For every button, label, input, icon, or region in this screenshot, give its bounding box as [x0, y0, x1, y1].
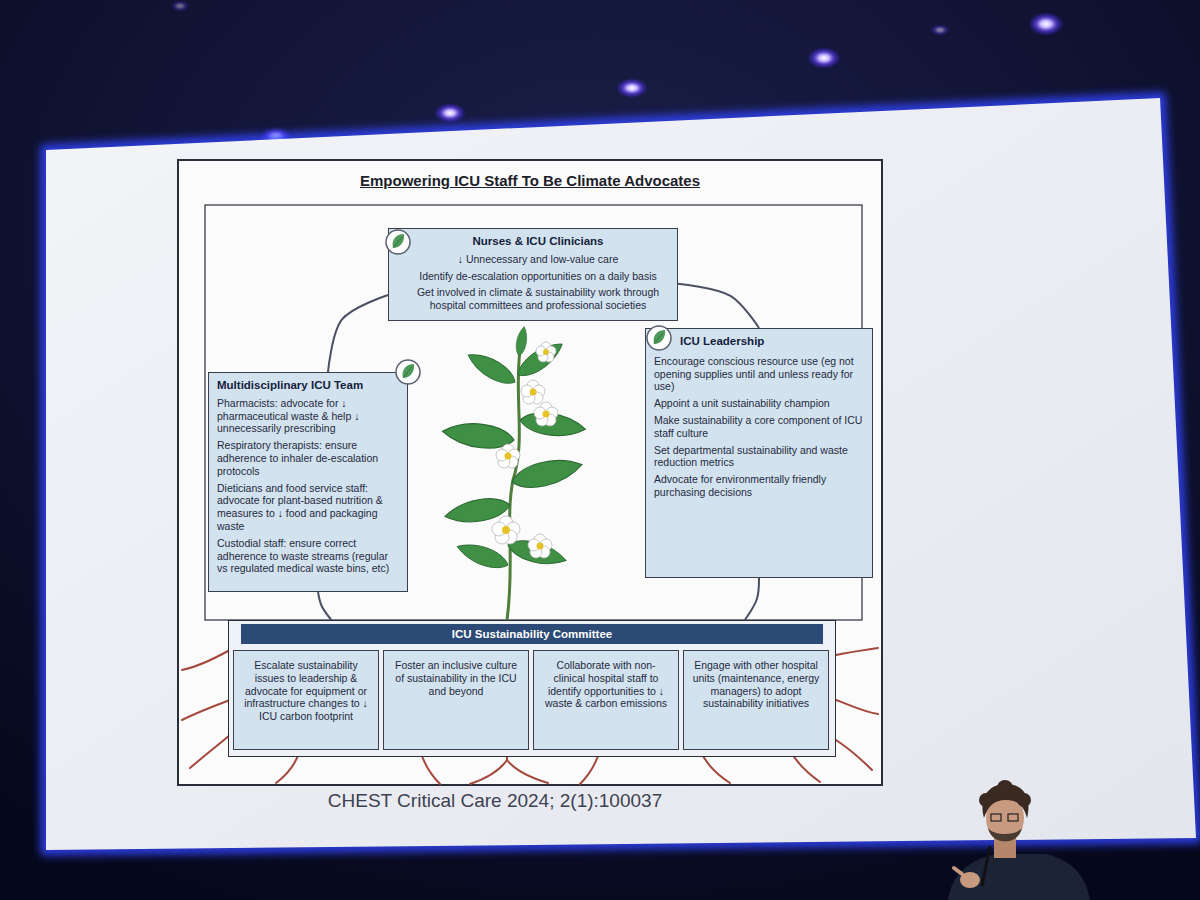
- cell-text: Engage with other hospital units (mainte…: [691, 659, 821, 710]
- box-body: Pharmacists: advocate for ↓ pharmaceutic…: [217, 397, 399, 435]
- box-heading: ICU Leadership: [680, 335, 864, 349]
- box-body: Make sustainability a core component of …: [654, 414, 864, 440]
- box-body: Dieticians and food service staff: advoc…: [217, 482, 399, 533]
- box-body: Custodial staff: ensure correct adherenc…: [217, 537, 399, 575]
- box-body: Advocate for environmentally friendly pu…: [654, 473, 864, 499]
- committee-cell: Collaborate with non-clinical hospital s…: [533, 650, 679, 750]
- box-body: Set departmental sustainability and wast…: [654, 444, 864, 470]
- role-box: Multidisciplinary ICU TeamPharmacists: a…: [208, 372, 408, 592]
- box-body: Get involved in climate & sustainability…: [413, 286, 663, 312]
- box-body: ↓ Unnecessary and low-value care: [413, 253, 663, 266]
- role-box: Nurses & ICU Clinicians ↓ Unnecessary and…: [388, 228, 678, 321]
- committee-cell: Foster an inclusive culture of sustainab…: [383, 650, 529, 750]
- committee-cell: Escalate sustainability issues to leader…: [233, 650, 379, 750]
- tea-plant: [441, 326, 587, 620]
- leaf-icon: [386, 230, 410, 254]
- leaf-icon: [396, 360, 420, 384]
- cell-text: Foster an inclusive culture of sustainab…: [391, 659, 521, 697]
- box-heading: Multidisciplinary ICU Team: [217, 379, 399, 393]
- plant-roots: [182, 620, 878, 784]
- box-body: Identify de-escalation opportunities on …: [413, 270, 663, 283]
- figure-title: Empowering ICU Staff To Be Climate Advoc…: [178, 172, 882, 189]
- projection-screen: [46, 98, 1196, 850]
- box-body: Appoint a unit sustainability champion: [654, 397, 864, 410]
- band-heading: ICU Sustainability Committee: [241, 624, 823, 644]
- screen-glow: [46, 98, 1196, 850]
- citation-caption: CHEST Critical Care 2024; 2(1):100037: [130, 790, 860, 812]
- committee-band: ICU Sustainability CommitteeEscalate sus…: [228, 620, 836, 757]
- figure-frame: [178, 160, 882, 785]
- box-body: Respiratory therapists: ensure adherence…: [217, 439, 399, 477]
- cycle-arc: [678, 284, 759, 328]
- committee-cell: Engage with other hospital units (mainte…: [683, 650, 829, 750]
- role-box: ICU LeadershipEncourage conscious resour…: [645, 328, 873, 578]
- box-body: Encourage conscious resource use (eg not…: [654, 355, 864, 393]
- cell-text: Escalate sustainability issues to leader…: [241, 659, 371, 723]
- cycle-arc: [318, 592, 331, 620]
- speaker: [948, 780, 1090, 900]
- cycle-arc: [328, 295, 388, 372]
- cycle-arc: [745, 578, 759, 620]
- cell-text: Collaborate with non-clinical hospital s…: [541, 659, 671, 710]
- box-heading: Nurses & ICU Clinicians: [413, 235, 663, 249]
- leaf-icon: [647, 326, 671, 350]
